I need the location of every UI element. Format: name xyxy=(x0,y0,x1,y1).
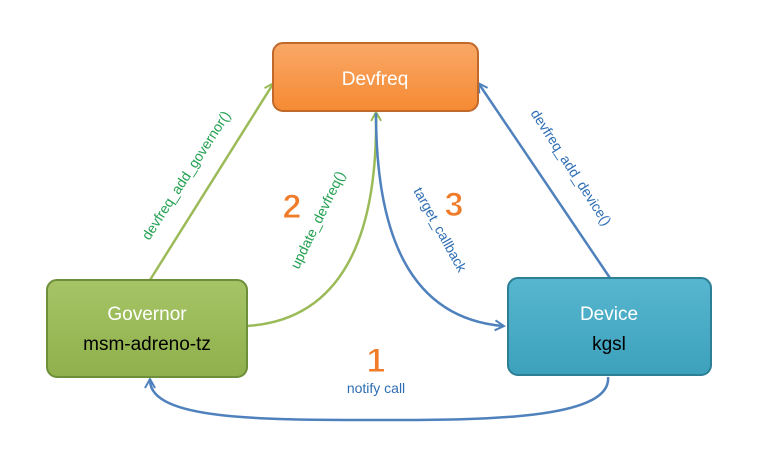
edge-target-callback xyxy=(374,112,503,326)
node-devfreq-label: Devfreq xyxy=(342,69,409,90)
edge-update-devfreq xyxy=(246,113,376,328)
node-governor-label: Governor xyxy=(107,304,187,325)
step-number-3: 3 xyxy=(445,186,464,224)
edge-add-governor xyxy=(148,84,273,281)
node-governor-sublabel: msm-adreno-tz xyxy=(83,334,211,355)
step-number-2: 2 xyxy=(283,188,302,226)
edge-label-add-device: devfreq_add_device() xyxy=(528,106,615,228)
node-device-label: Device xyxy=(580,304,638,325)
edge-add-device xyxy=(479,84,612,279)
node-governor[interactable]: Governor msm-adreno-tz xyxy=(46,279,248,378)
node-devfreq[interactable]: Devfreq xyxy=(272,42,479,112)
node-device-sublabel: kgsl xyxy=(592,334,626,355)
edge-notify-call xyxy=(150,376,610,422)
edge-label-notify-call: notify call xyxy=(347,380,405,396)
node-device[interactable]: Device kgsl xyxy=(507,277,712,376)
step-number-1: 1 xyxy=(367,342,386,380)
